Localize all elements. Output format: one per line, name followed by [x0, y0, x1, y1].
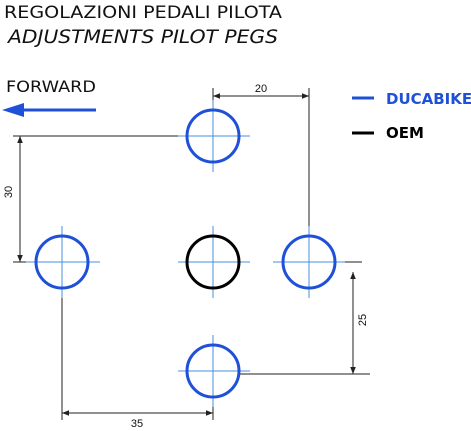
oem-peg-center	[178, 226, 250, 298]
legend-ducabike-label: DUCABIKE	[386, 90, 471, 108]
ducabike-peg-left	[26, 226, 100, 298]
forward-label: FORWARD	[6, 77, 96, 96]
ducabike-peg-top	[178, 100, 250, 172]
dim-30-label: 30	[3, 186, 15, 198]
legend: DUCABIKE OEM	[352, 90, 471, 142]
title-line-2: ADJUSTMENTS PILOT PEGS	[6, 26, 278, 48]
dim-25-label: 25	[357, 314, 369, 326]
peg-positions	[26, 100, 345, 407]
legend-oem-label: OEM	[386, 124, 424, 142]
dim-20-label: 20	[255, 83, 267, 95]
forward-arrow-icon	[2, 103, 96, 117]
dimension-lines	[13, 88, 370, 420]
title-line-1: REGOLAZIONI PEDALI PILOTA	[4, 3, 282, 23]
dim-35-label: 35	[131, 418, 143, 430]
ducabike-peg-right	[273, 226, 345, 298]
ducabike-peg-bottom	[178, 335, 250, 407]
